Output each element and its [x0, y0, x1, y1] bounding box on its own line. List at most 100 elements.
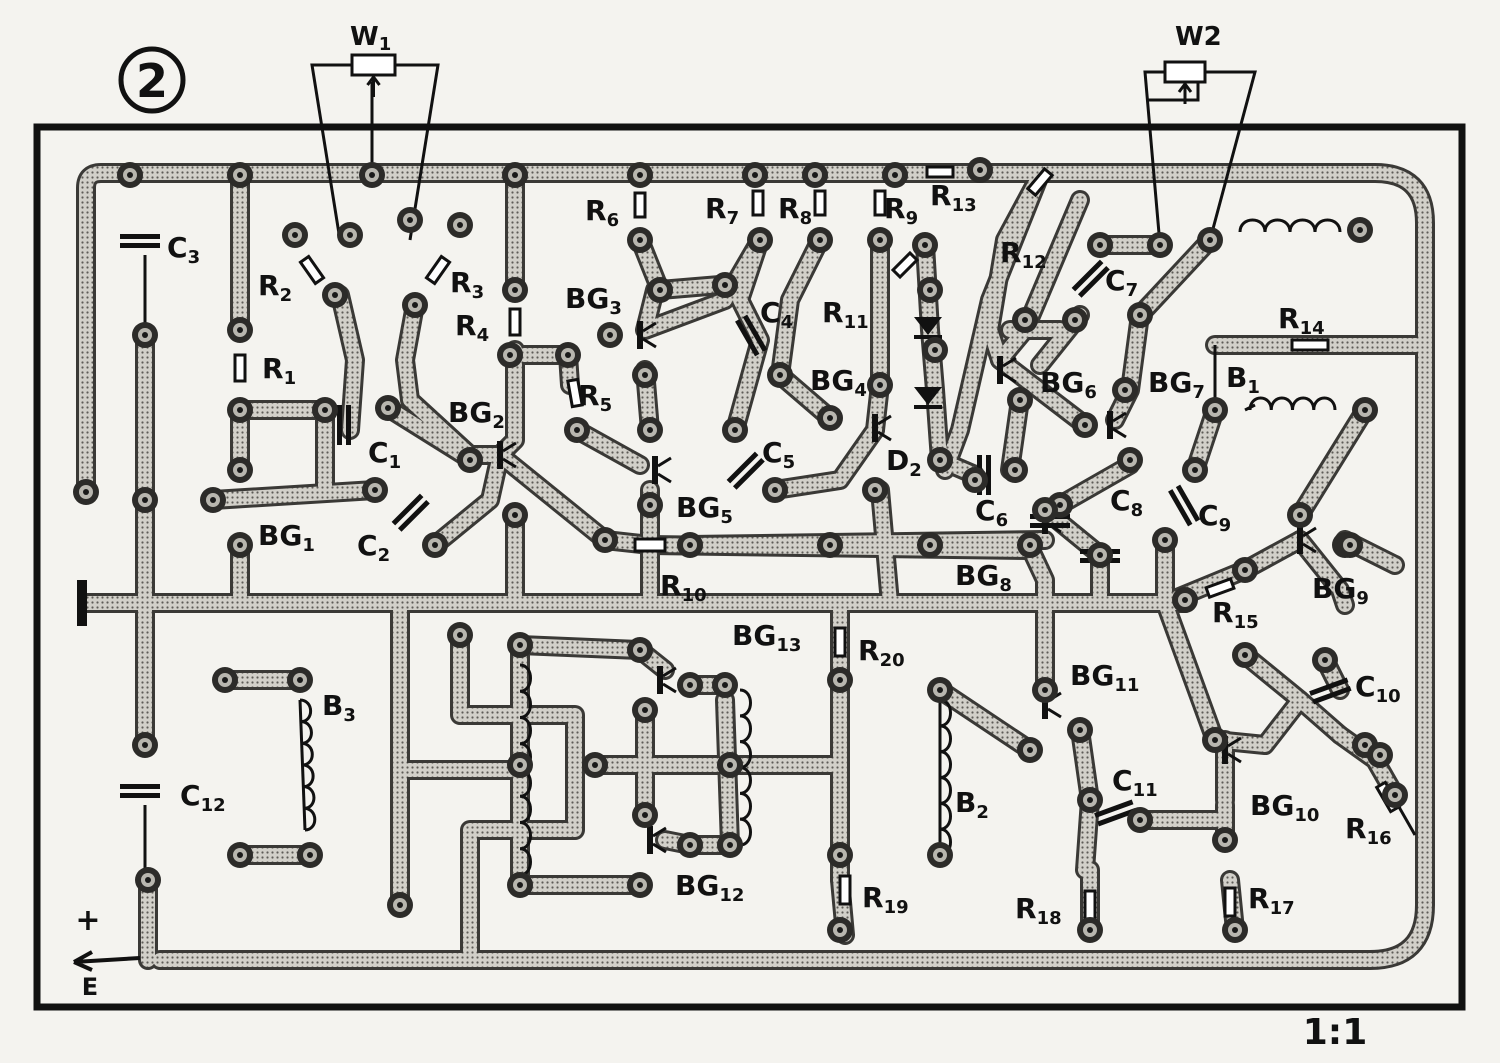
- pad-hole-98: [727, 842, 733, 848]
- transistor-leads-9: [1227, 736, 1242, 764]
- label-r4-main: R: [455, 309, 477, 342]
- label-r8: R8: [778, 192, 812, 229]
- label-bg11: BG11: [1070, 659, 1139, 696]
- label-r17-main: R: [1248, 882, 1270, 915]
- label-c4: C4: [760, 296, 793, 333]
- label-c12-main: C: [180, 779, 201, 812]
- pad-hole-92: [637, 647, 643, 653]
- transistor-2: [652, 456, 672, 484]
- pad-hole-43: [872, 487, 878, 493]
- resistor-body-7: [813, 189, 827, 217]
- pad-hole-44: [927, 287, 933, 293]
- pad-hole-86: [297, 677, 303, 683]
- pad-hole-45: [932, 347, 938, 353]
- resistor-15: [1083, 889, 1097, 921]
- label-bg10-main: BG: [1250, 789, 1294, 822]
- trace-fill-57: [1238, 648, 1347, 742]
- pad-hole-100: [592, 762, 598, 768]
- pad-hole-60: [1042, 507, 1048, 513]
- resistor-12: [633, 537, 667, 553]
- resistor-body-14: [838, 874, 852, 906]
- resistor-11: [1290, 338, 1330, 352]
- label-r8-main: R: [778, 192, 800, 225]
- label-bg11-sub: 11: [1114, 675, 1139, 696]
- label-bg4-main: BG: [810, 364, 854, 397]
- label-r1: R1: [262, 352, 296, 389]
- capacitor-plate-b-10: [1312, 685, 1352, 705]
- capacitor-11: [1094, 799, 1137, 827]
- label-r5-main: R: [578, 379, 600, 412]
- pad-hole-7: [237, 467, 243, 473]
- label-c8: C8: [1110, 484, 1143, 521]
- label-r14: R14: [1278, 302, 1325, 339]
- pad-hole-12: [385, 405, 391, 411]
- pad-hole-4: [145, 877, 151, 883]
- trace-fill-36: [983, 168, 1047, 367]
- label-bg3: BG3: [565, 282, 622, 319]
- transistor-leads-11: [652, 826, 667, 854]
- ground-terminal: [77, 580, 87, 626]
- transistor-7: [1297, 526, 1317, 554]
- label-bg1-main: BG: [258, 519, 302, 552]
- label-bg9: BG9: [1312, 572, 1369, 609]
- wire-4: [1205, 70, 1257, 241]
- label-c7-main: C: [1105, 264, 1126, 297]
- pad-hole-66: [1297, 512, 1303, 518]
- label-c2-main: C: [357, 529, 378, 562]
- label-bg5: BG5: [676, 491, 733, 528]
- pad-hole-58: [1127, 457, 1133, 463]
- pad-hole-57: [1122, 387, 1128, 393]
- label-r19-main: R: [862, 881, 884, 914]
- transistor-leads-0: [502, 441, 517, 469]
- capacitor-plate-b-6: [1077, 265, 1110, 298]
- label-r13-sub: 13: [952, 195, 977, 216]
- label-c6-sub: 6: [996, 510, 1009, 531]
- pad-hole-73: [1362, 742, 1368, 748]
- label-bg11-main: BG: [1070, 659, 1114, 692]
- resistor-3: [508, 307, 522, 337]
- label-c5: C5: [762, 436, 795, 473]
- label-r1-main: R: [262, 352, 284, 385]
- pad-hole-22: [512, 512, 518, 518]
- pad-hole-64: [1192, 467, 1198, 473]
- label-c10-sub: 10: [1376, 686, 1401, 707]
- transistor-leads-7: [1302, 526, 1317, 554]
- label-r9-sub: 9: [906, 208, 919, 229]
- capacitor-plate-b-2: [337, 405, 342, 445]
- trace-fill-27: [638, 233, 767, 337]
- resistor-7: [813, 189, 827, 217]
- resistor-1: [298, 254, 326, 286]
- pad-hole-78: [1042, 687, 1048, 693]
- transistor-0: [497, 441, 517, 469]
- label-bg9-sub: 9: [1356, 588, 1369, 609]
- transistor-base-11: [647, 826, 653, 854]
- label-c6: C6: [975, 494, 1008, 531]
- pad-hole-29: [647, 502, 653, 508]
- transistor-5: [1107, 411, 1127, 439]
- diode-1: [914, 387, 942, 409]
- resistor-body-10: [1025, 166, 1055, 198]
- capacitor-plate-a-10: [1309, 677, 1349, 696]
- pad-hole-1: [142, 332, 148, 338]
- label-r10-sub: 10: [682, 585, 707, 606]
- label-r11: R11: [822, 296, 869, 333]
- label-r7-sub: 7: [727, 208, 740, 229]
- pad-hole-16: [457, 222, 463, 228]
- label-bg6-main: BG: [1040, 366, 1084, 399]
- diode-triangle-1: [914, 387, 942, 405]
- figure-number-badge: 2: [118, 46, 186, 114]
- potentiometer-wiper-0: [366, 74, 381, 97]
- resistor-8: [873, 189, 887, 217]
- pad-hole-48: [1012, 467, 1018, 473]
- label-d2-main: D: [886, 444, 909, 477]
- label-r18-sub: 18: [1037, 908, 1062, 929]
- label-bg2-sub: 2: [492, 412, 505, 433]
- resistor-14: [838, 874, 852, 906]
- diode-bar-0: [914, 335, 942, 339]
- label-r1-sub: 1: [284, 368, 297, 389]
- pad-hole-13: [292, 232, 298, 238]
- pad-hole-119: [512, 172, 518, 178]
- pad-hole-2: [142, 497, 148, 503]
- label-c9-sub: 9: [1219, 515, 1232, 536]
